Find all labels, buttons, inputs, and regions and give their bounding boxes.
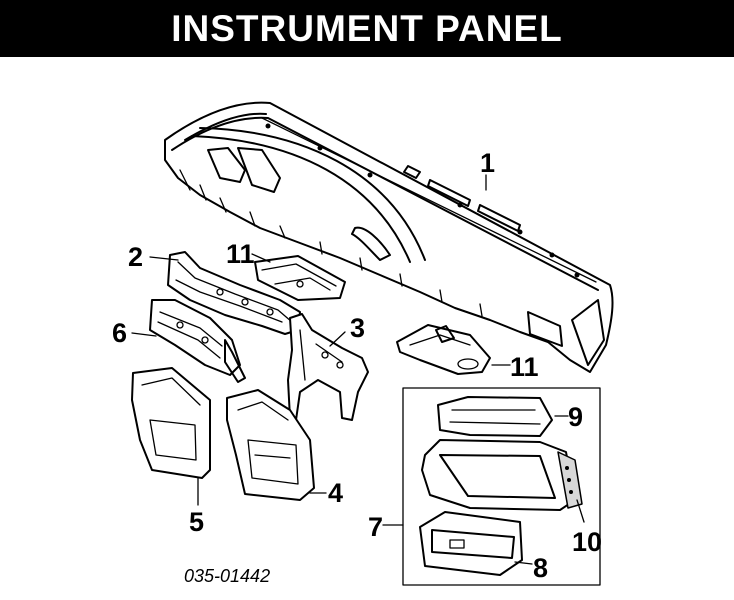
dashboard-panel-part [164,101,614,373]
glove-box-assembly-box [402,387,601,586]
diagram-title: INSTRUMENT PANEL [171,7,563,49]
callout-6: 6 [112,318,127,348]
callout-5: 5 [189,507,204,537]
callout-7: 7 [368,512,383,542]
callout-3: 3 [350,313,365,343]
callout-1: 1 [480,148,495,178]
side-duct-part [149,299,246,383]
lower-plate-part-11 [396,324,491,375]
callout-10: 10 [572,527,602,557]
center-stay-part [287,313,369,421]
left-trim-part [131,367,211,479]
callout-11-upper: 11 [226,239,255,269]
callout-4: 4 [328,478,343,508]
diagram-part-number: 035-01442 [184,566,270,586]
callout-8: 8 [533,553,548,583]
callout-2: 2 [128,242,143,272]
title-bar: INSTRUMENT PANEL [0,0,734,57]
glove-box-part [419,511,523,576]
callout-11-lower: 11 [510,352,539,382]
lower-bracket-part [167,251,301,335]
glove-box-cover-part [437,396,553,437]
center-trim-part [226,389,315,501]
upper-bracket-part-11 [254,255,346,301]
callout-9: 9 [568,402,583,432]
glove-box-frame-part [421,439,583,511]
leader-lines [131,174,585,565]
